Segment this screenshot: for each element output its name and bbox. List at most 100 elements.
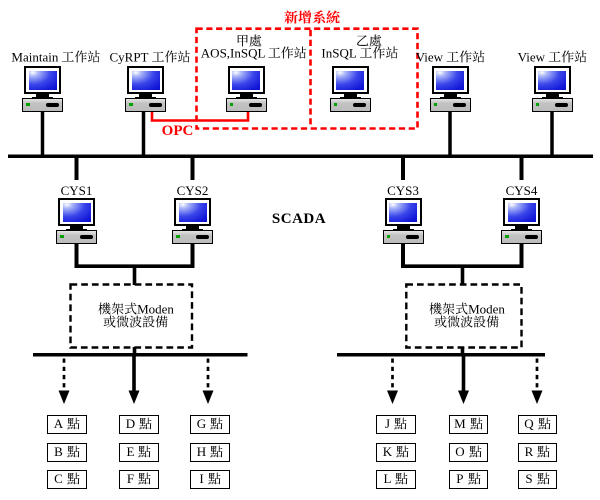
arrowhead-solid-left xyxy=(128,390,140,404)
point-suffix-cjk xyxy=(204,471,221,487)
cjk-text xyxy=(360,46,398,59)
cjk-text xyxy=(210,445,223,458)
monitor-stand-neck xyxy=(443,94,457,97)
monitor-stand-foot xyxy=(439,96,461,99)
computer-icon-cys-1 xyxy=(56,198,98,244)
workstation-name-cjk xyxy=(152,49,191,64)
cjk-text xyxy=(67,417,80,430)
cjk-text xyxy=(538,417,551,430)
point-letter: K xyxy=(382,444,393,460)
point-letter: O xyxy=(455,444,465,460)
power-led-icon xyxy=(60,234,64,238)
arrowhead-dashed-c xyxy=(387,390,398,404)
cjk-text xyxy=(537,445,550,458)
point-letter: R xyxy=(524,444,534,460)
monitor-stand-neck xyxy=(139,94,152,97)
screen xyxy=(436,70,464,90)
computer-case xyxy=(501,230,542,244)
power-led-icon xyxy=(386,234,390,238)
monitor-stand-neck xyxy=(515,226,528,229)
power-led-icon xyxy=(433,102,437,106)
point-box-i: I xyxy=(190,469,230,489)
point-box-g: G xyxy=(190,414,230,434)
drive-slot-icon xyxy=(555,103,568,107)
workstation-name: CyRPT xyxy=(109,49,152,65)
cjk-text xyxy=(62,50,100,63)
point-letter: F xyxy=(126,471,135,487)
screen xyxy=(62,202,91,222)
drive-slot-icon xyxy=(453,103,466,107)
point-box-s: S xyxy=(517,469,558,489)
point-letter: P xyxy=(456,471,464,487)
workstation-name-cjk xyxy=(62,49,101,64)
monitor-stand-foot xyxy=(66,228,87,231)
modem-label-left: Moden xyxy=(98,302,174,330)
monitor xyxy=(127,66,164,94)
point-letter: D xyxy=(125,416,136,432)
monitor-stand-neck xyxy=(70,226,83,229)
monitor xyxy=(331,66,369,94)
drive-slot-icon xyxy=(353,103,366,107)
screen xyxy=(178,202,207,222)
point-box-f: F xyxy=(119,469,159,489)
point-suffix-cjk xyxy=(533,471,550,487)
computer-icon-cys-3 xyxy=(382,198,424,244)
computer-icon-cys-4 xyxy=(501,198,543,244)
cjk-text xyxy=(536,472,550,485)
label-cys-3: CYS3 xyxy=(387,182,419,198)
drive-slot-icon xyxy=(45,103,59,107)
point-suffix-cjk xyxy=(391,471,408,487)
arrowhead-dashed-d xyxy=(531,390,543,404)
drive-slot-icon xyxy=(148,103,162,107)
cjk-text xyxy=(394,417,407,430)
point-box-q: Q xyxy=(517,414,558,434)
workstation-name: AOS,InSQL xyxy=(200,45,269,61)
power-led-icon xyxy=(505,234,509,238)
cjk-text xyxy=(67,445,80,458)
point-box-a: A xyxy=(47,414,87,434)
label-workstation-2: AOS,InSQL xyxy=(201,46,307,59)
power-led-icon xyxy=(129,102,133,106)
point-letter: B xyxy=(54,444,63,460)
cjk-text xyxy=(396,445,409,458)
modem-label-line-2 xyxy=(429,315,505,329)
cjk-text xyxy=(208,472,221,485)
cjk-text xyxy=(104,315,169,328)
screen xyxy=(232,70,260,90)
point-letter: M xyxy=(454,416,466,432)
cjk-text xyxy=(138,445,151,458)
workstation-name-cjk xyxy=(360,45,399,60)
monitor-stand-foot xyxy=(511,228,532,231)
power-led-icon xyxy=(229,102,233,106)
monitor-stand-foot xyxy=(235,96,257,99)
computer-icon-workstation-3 xyxy=(329,66,371,112)
new-system-title xyxy=(283,9,340,27)
computer-icon-workstation-2 xyxy=(225,66,267,112)
opc-link-line xyxy=(150,111,250,122)
point-suffix-cjk xyxy=(390,416,407,432)
workstation-name: InSQL xyxy=(321,45,360,61)
point-suffix-cjk xyxy=(533,444,550,460)
point-suffix-cjk xyxy=(465,444,482,460)
label-cys-1: CYS1 xyxy=(60,182,93,198)
drive-slot-icon xyxy=(249,103,262,107)
power-led-icon xyxy=(26,102,30,106)
point-suffix-cjk xyxy=(63,471,80,487)
point-suffix-cjk xyxy=(392,444,409,460)
power-led-icon xyxy=(535,102,539,106)
screen xyxy=(28,70,57,90)
cjk-text xyxy=(429,302,468,314)
monitor-stand-neck xyxy=(239,94,253,97)
point-box-r: R xyxy=(517,442,558,462)
point-suffix-cjk xyxy=(206,416,223,432)
point-suffix-cjk xyxy=(63,444,80,460)
cjk-text xyxy=(548,50,587,63)
point-box-d: D xyxy=(119,414,159,434)
screen xyxy=(131,70,160,90)
computer-icon-cys-2 xyxy=(172,198,214,244)
computer-case xyxy=(22,98,63,112)
cjk-text xyxy=(98,302,137,314)
label-workstation-3: InSQL xyxy=(321,46,398,59)
